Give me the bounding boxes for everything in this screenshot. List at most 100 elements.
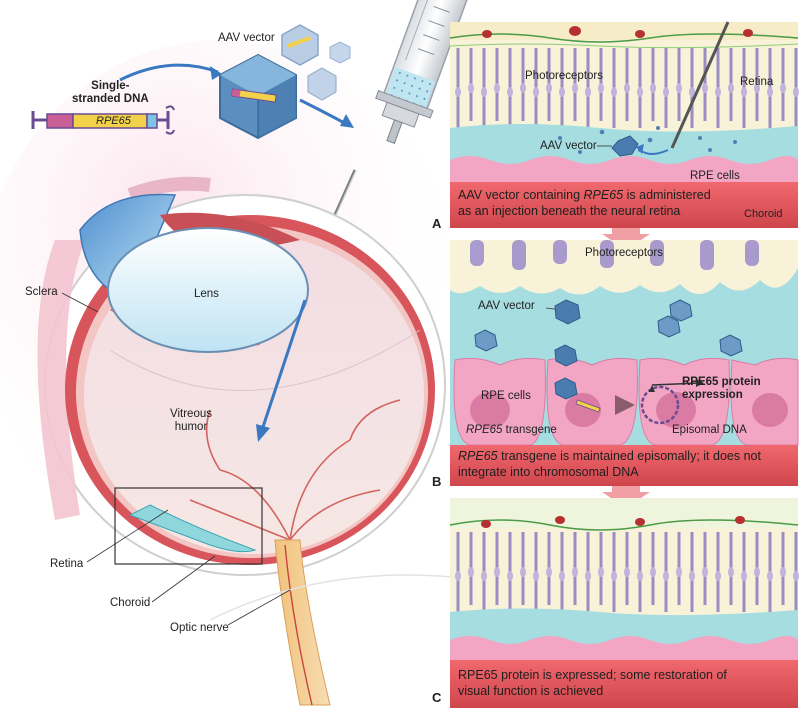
photoreceptor-segment — [481, 571, 487, 581]
panel-b-transgene-label: RPE65 transgene — [466, 424, 557, 437]
dna-title: Single- stranded DNA — [72, 80, 149, 106]
photoreceptor-segment — [754, 83, 760, 94]
lens-label: Lens — [194, 288, 219, 300]
panel-c-caption: RPE65 protein is expressed; some restora… — [458, 667, 727, 700]
panel-a-letter: A — [432, 216, 442, 231]
photoreceptor-segment — [611, 571, 617, 581]
panel-b-expression-label: RPE65 protein expression — [682, 376, 761, 402]
dna-title-line2: stranded DNA — [72, 93, 149, 106]
photoreceptor-segment — [767, 87, 773, 97]
photoreceptor-segment — [572, 567, 578, 578]
sclera-label: Sclera — [25, 286, 58, 298]
arrow-b-to-c — [602, 486, 650, 508]
photoreceptor-segment — [585, 571, 591, 581]
panel-b-transgene-word: transgene — [502, 424, 557, 436]
panel-b-aav-vector-label: AAV vector — [478, 300, 535, 312]
photoreceptor-segment — [728, 83, 734, 94]
photoreceptor-segment — [559, 571, 565, 581]
photoreceptor-segment — [559, 87, 565, 97]
zoom-box — [114, 487, 263, 565]
panel-b-caption: RPE65 transgene is maintained episomally… — [458, 448, 761, 481]
panel-a-retina-label: Retina — [740, 76, 774, 88]
panel-a-caption-post: is administered — [623, 188, 711, 202]
vitreous-line2: humor — [174, 421, 208, 434]
photoreceptor-segment — [468, 83, 474, 94]
photoreceptor-segment — [494, 83, 500, 94]
panel-b-caption-post: transgene is maintained episomally; it d… — [497, 449, 761, 463]
dna-to-vector-arrow — [119, 63, 219, 82]
photoreceptor-segment — [520, 567, 526, 578]
photoreceptor-segment — [702, 567, 708, 578]
panel-a-caption-line2: as an injection beneath the neural retin… — [458, 204, 681, 219]
photoreceptor-segment — [663, 571, 669, 581]
eye-retina-label: Retina — [50, 558, 84, 570]
panel-a-caption: AAV vector containing RPE65 is administe… — [458, 187, 711, 220]
dna-gene-label: RPE65 — [96, 115, 131, 127]
panel-c-letter: C — [432, 690, 442, 705]
panel-a-photoreceptors-label: Photoreceptors — [525, 70, 603, 82]
photoreceptor-segment — [689, 87, 695, 97]
photoreceptor-segment — [754, 567, 760, 578]
panel-b-transgene-gene: RPE65 — [466, 424, 503, 436]
photoreceptor-segment — [533, 571, 539, 581]
photoreceptor-segment — [676, 567, 682, 578]
photoreceptor-segment — [663, 87, 669, 97]
small-capsids — [281, 24, 351, 101]
dna-construct — [31, 105, 175, 135]
leader-lines — [61, 292, 291, 626]
photoreceptor-segment — [741, 571, 747, 581]
arrow-a-to-b — [602, 228, 650, 250]
photoreceptor-segment — [676, 83, 682, 94]
photoreceptor-segment — [650, 83, 656, 94]
photoreceptor-segment — [611, 87, 617, 97]
photoreceptor-segment — [546, 567, 552, 578]
photoreceptor-segment — [741, 87, 747, 97]
panel-b-rpe-cells-label: RPE cells — [481, 390, 531, 402]
photoreceptor-segment — [767, 571, 773, 581]
panel-b-expression-line2: expression — [682, 389, 743, 402]
panel-c — [449, 498, 799, 708]
photoreceptor-segment — [598, 567, 604, 578]
panel-c-caption-line2: visual function is achieved — [458, 684, 604, 699]
vitreous-line1: Vitreous — [170, 408, 212, 420]
photoreceptor-segment — [689, 571, 695, 581]
panel-b-episomal-label: Episomal DNA — [672, 424, 747, 436]
eye-choroid-label: Choroid — [110, 597, 151, 609]
photoreceptor-segment — [455, 571, 461, 581]
photoreceptor-segment — [780, 83, 786, 94]
eye-cross-section — [37, 176, 481, 706]
optic-nerve-label: Optic nerve — [170, 622, 229, 634]
dna-title-line1: Single- — [91, 80, 130, 92]
panel-b-expression-line1: RPE65 protein — [682, 376, 761, 388]
panel-b — [450, 240, 799, 486]
panel-a-rpe-cells-label: RPE cells — [690, 170, 740, 182]
photoreceptor-segment — [572, 83, 578, 94]
photoreceptor-segment — [728, 567, 734, 578]
panel-b-photoreceptors-label: Photoreceptors — [585, 247, 663, 259]
photoreceptor-segment — [624, 567, 630, 578]
photoreceptor-segment — [793, 87, 799, 97]
panel-c-caption-line1: RPE65 protein is expressed; some restora… — [458, 668, 727, 682]
photoreceptor-segment — [793, 571, 799, 581]
photoreceptor-segment — [520, 83, 526, 94]
aav-vector-capsid — [219, 53, 297, 140]
photoreceptor-segment — [507, 87, 513, 97]
photoreceptor-segment — [702, 83, 708, 94]
panel-a-choroid-label: Choroid — [744, 208, 783, 220]
photoreceptor-segment — [585, 87, 591, 97]
panel-b-letter: B — [432, 474, 442, 489]
photoreceptor-segment — [715, 87, 721, 97]
panel-b-caption-line2: integrate into chromosomal DNA — [458, 465, 639, 480]
photoreceptor-segment — [637, 571, 643, 581]
photoreceptor-segment — [650, 567, 656, 578]
panel-a-caption-pre: AAV vector containing — [458, 188, 584, 202]
eye-aav-vector-label: AAV vector — [218, 32, 275, 44]
photoreceptor-segment — [546, 83, 552, 94]
photoreceptor-segment — [468, 567, 474, 578]
photoreceptor-segment — [455, 87, 461, 97]
photoreceptor-segment — [637, 87, 643, 97]
photoreceptor-segment — [598, 83, 604, 94]
panel-a-aav-vector-label: AAV vector — [540, 140, 597, 152]
syringe — [375, 0, 471, 144]
